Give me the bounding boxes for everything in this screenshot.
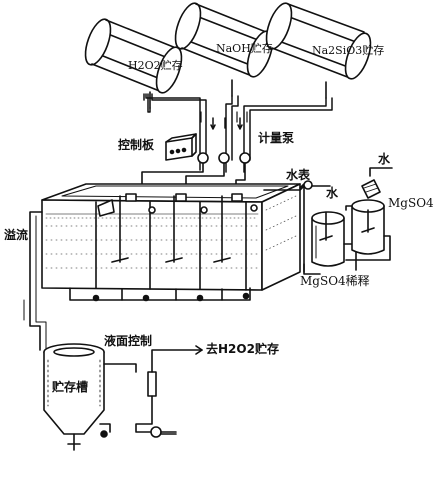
naoh-tank-label: NaOH贮存 [216, 42, 273, 55]
bottom-drain-line [69, 287, 251, 302]
storage-vessel [43, 343, 111, 451]
water-label-top: 水 [378, 152, 391, 166]
overflow-label: 溢流 [4, 228, 29, 242]
water-label-mid: 水 [326, 186, 339, 200]
agitators [111, 195, 231, 263]
water-meter-label: 水表 [286, 168, 311, 182]
na2sio3-storage-cylinder [265, 2, 372, 99]
mgso4-dilution-label: MgSO4稀释 [300, 274, 370, 288]
control-panel-label: 控制板 [118, 138, 155, 152]
mgso4-label: MgSO4 [388, 196, 434, 210]
level-control-line [103, 345, 203, 438]
storage-tank-label: 贮存槽 [52, 380, 89, 394]
h2o2-tank-label: H2O2贮存 [128, 59, 183, 72]
mgso4-drum [345, 167, 393, 261]
metering-pump-label: 计量泵 [258, 131, 295, 145]
flow-arrows [200, 111, 248, 123]
main-reactor-tank [41, 183, 301, 302]
overflow-line [23, 211, 47, 351]
water-inlet-pipe [263, 180, 331, 275]
feed-pipes [143, 93, 333, 173]
na2sio3-tank-label: Na2SiO3贮存 [312, 44, 385, 57]
to-h2o2-label: 去H2O2贮存 [206, 342, 279, 356]
control-panel-box [165, 133, 197, 161]
mgso4-dilution-drum [311, 205, 371, 271]
dosing-nozzles [97, 193, 258, 217]
h2o2-storage-cylinder [84, 18, 183, 109]
level-control-label: 液面控制 [104, 334, 153, 348]
